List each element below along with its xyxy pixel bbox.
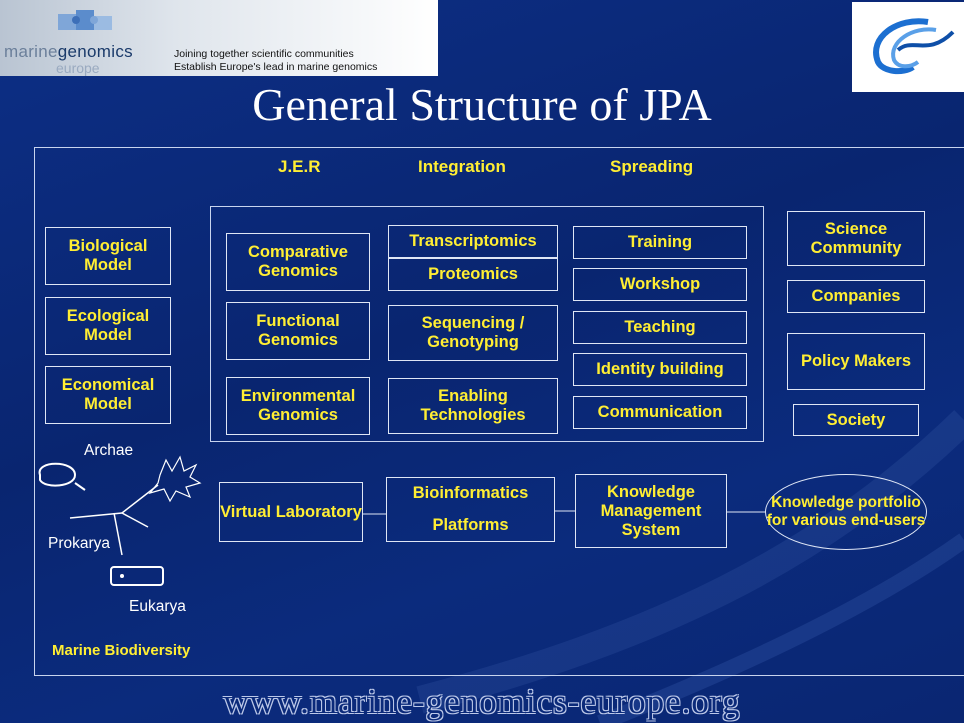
swirl-logo-icon: [873, 18, 955, 75]
integration-box-transcriptomics: Transcriptomics: [388, 225, 558, 258]
integration-box-sequencing: Sequencing / Genotyping: [388, 305, 558, 361]
integration-box-enabling: Enabling Technologies: [388, 378, 558, 434]
column-header-jer: J.E.R: [278, 157, 321, 176]
pipeline-box-bioinformatics: Bioinformatics Platforms: [386, 477, 555, 542]
brand-name: marinegenomics: [4, 42, 133, 62]
brand-marine: marine: [4, 42, 58, 61]
genomics-box-environmental: Environmental Genomics: [226, 377, 370, 435]
marine-biodiversity-label: Marine Biodiversity: [52, 642, 191, 659]
spreading-box-workshop: Workshop: [573, 268, 747, 301]
tree-of-life-diagram: [38, 455, 202, 586]
pipeline-box-kms: Knowledge Management System: [575, 474, 727, 548]
outer-frame: [34, 147, 964, 676]
audience-box-society: Society: [793, 404, 919, 436]
corner-logo: [852, 2, 964, 92]
tagline-2: Establish Europe's lead in marine genomi…: [174, 61, 378, 73]
tree-label-prokarya: Prokarya: [48, 535, 111, 552]
tree-label-eukarya: Eukarya: [129, 598, 186, 615]
audience-box-science: Science Community: [787, 211, 925, 266]
audience-box-companies: Companies: [787, 280, 925, 313]
integration-box-proteomics: Proteomics: [388, 258, 558, 291]
column-header-integration: Integration: [418, 157, 506, 176]
inner-frame: [210, 206, 764, 442]
footer-url: www.marine-genomics-europe.org: [223, 682, 741, 721]
spreading-box-teaching: Teaching: [573, 311, 747, 344]
model-box-biological: Biological Model: [45, 227, 171, 285]
model-box-economical: Economical Model: [45, 366, 171, 424]
header-banner: marinegenomics europe Joining together s…: [0, 0, 438, 76]
puzzle-logo-icon: [58, 10, 112, 30]
brand-europe: europe: [56, 60, 100, 76]
slide-title: General Structure of JPA: [252, 79, 712, 130]
genomics-box-functional: Functional Genomics: [226, 302, 370, 360]
pipeline-bioinformatics-label: Bioinformatics: [412, 484, 529, 503]
column-header-spreading: Spreading: [610, 157, 694, 176]
model-box-ecological: Ecological Model: [45, 297, 171, 355]
pipeline-platforms-label: Platforms: [432, 515, 509, 534]
spreading-box-communication: Communication: [573, 396, 747, 429]
spreading-box-identity: Identity building: [573, 353, 747, 386]
pipeline-box-virtual-lab: Virtual Laboratory: [219, 482, 363, 542]
genomics-box-comparative: Comparative Genomics: [226, 233, 370, 291]
brand-genomics: genomics: [57, 42, 133, 61]
spreading-box-training: Training: [573, 226, 747, 259]
pipeline-ellipse-portfolio: Knowledge portfolio for various end-user…: [765, 474, 927, 550]
tagline-1: Joining together scientific communities: [174, 48, 354, 60]
tree-label-archae: Archae: [84, 442, 134, 459]
audience-box-policy: Policy Makers: [787, 333, 925, 390]
